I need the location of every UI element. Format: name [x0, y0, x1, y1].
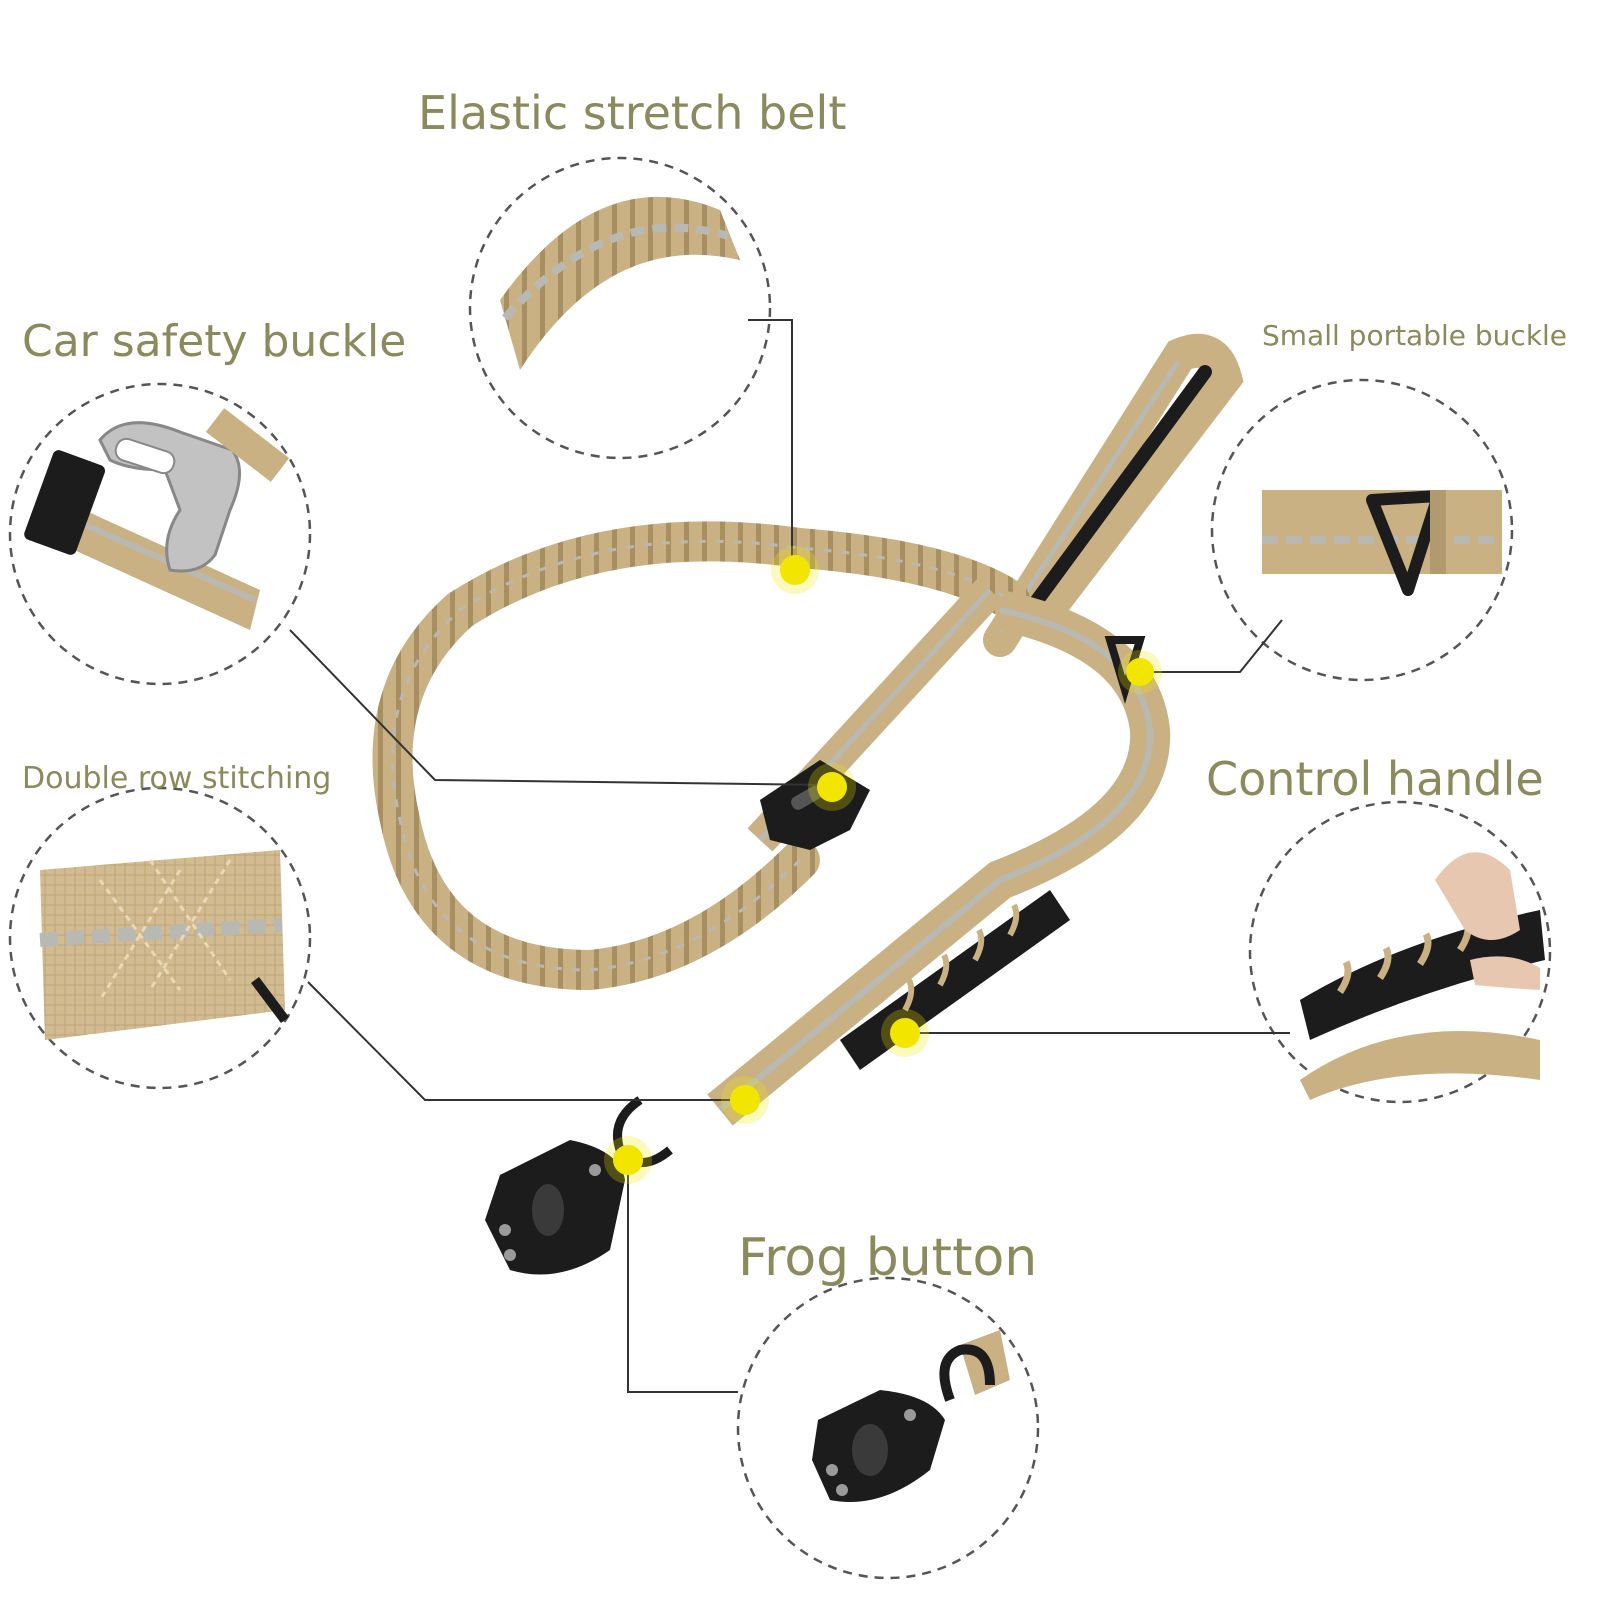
frog-clip-icon	[812, 1330, 1010, 1502]
detail-circle-car	[8, 382, 312, 686]
yellow-dot-marker[interactable]	[881, 1009, 929, 1057]
leader-line-elastic	[748, 319, 793, 570]
detail-circle-small	[1210, 378, 1514, 682]
yellow-dot-marker[interactable]	[771, 546, 819, 594]
seatbelt-buckle-icon	[24, 408, 290, 630]
leader-line-car	[289, 629, 831, 786]
yellow-dot-marker[interactable]	[604, 1136, 652, 1184]
bungee-coil-icon	[500, 196, 740, 370]
yellow-dot-marker[interactable]	[808, 763, 856, 811]
leader-line-frog	[627, 1150, 738, 1393]
yellow-dot-marker[interactable]	[721, 1076, 769, 1124]
label-frog-button: Frog button	[738, 1228, 1038, 1288]
label-small-portable-buckle: Small portable buckle	[1262, 319, 1568, 352]
d-ring-icon	[1262, 490, 1502, 596]
rubber-handle-icon	[1300, 852, 1545, 1100]
label-elastic-stretch-belt: Elastic stretch belt	[418, 86, 847, 140]
leader-line-small	[1140, 619, 1283, 673]
stitching-icon	[39, 850, 289, 1040]
detail-circle-control	[1248, 800, 1552, 1104]
label-car-safety-buckle: Car safety buckle	[22, 316, 407, 367]
detail-circle-elastic	[468, 156, 772, 460]
detail-circle-double	[8, 786, 312, 1090]
markers	[604, 546, 1162, 1184]
leader-line-double	[307, 981, 745, 1101]
detail-circle-frog	[736, 1276, 1040, 1580]
yellow-dot-marker[interactable]	[1118, 650, 1162, 694]
leash-main	[372, 333, 1244, 1275]
label-double-row-stitching: Double row stitching	[22, 761, 332, 796]
leader-lines	[289, 319, 1290, 1393]
label-control-handle: Control handle	[1206, 752, 1544, 806]
